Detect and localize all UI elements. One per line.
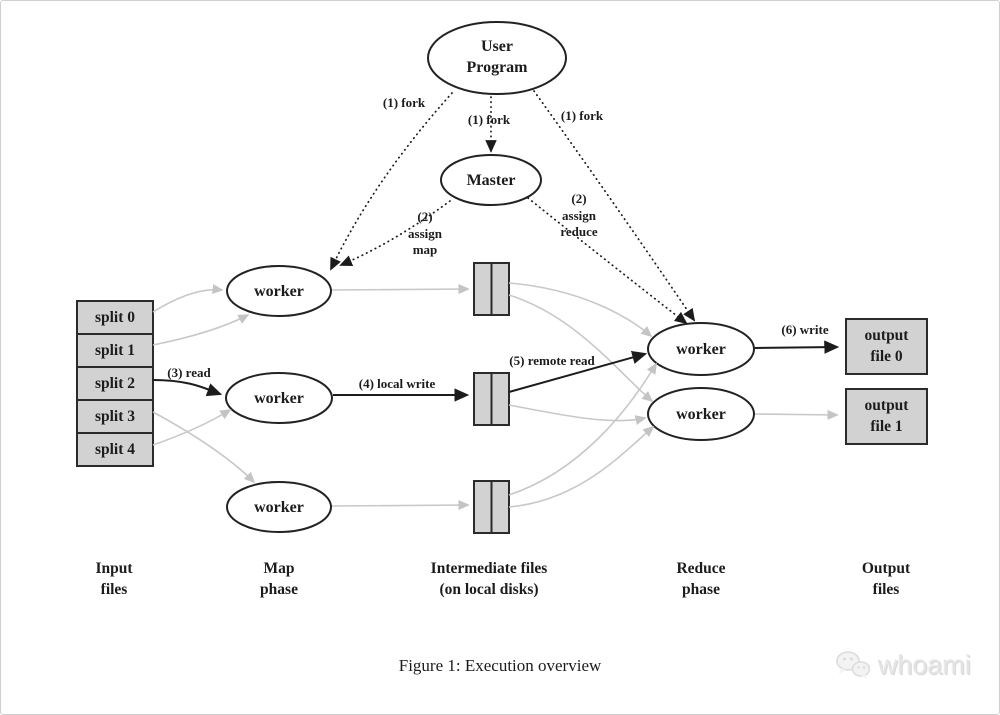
edge-files2-reduce2 — [508, 404, 647, 425]
map-worker-1-label: worker — [254, 283, 304, 300]
input-files-label: Input files — [95, 560, 133, 598]
edge-files3-reduce1 — [508, 362, 657, 496]
user-program-node — [427, 21, 567, 95]
edge-split3-worker3 — [152, 411, 256, 484]
map-worker-2-label: worker — [254, 390, 304, 407]
write-label: (6) write — [781, 322, 829, 337]
output-files-label: Output files — [861, 560, 911, 598]
assign-reduce-label: (2) assign reduce — [560, 191, 598, 239]
dotted-arrows — [330, 90, 696, 325]
output-file-1-box — [845, 388, 928, 445]
split-2-box — [76, 366, 154, 401]
split-3-label: split 3 — [94, 408, 136, 425]
edge-remote-read — [508, 350, 648, 393]
edge-worker1-files1 — [331, 284, 470, 295]
reduce-worker-2-label: worker — [676, 406, 726, 423]
edge-reduce2-output1 — [754, 409, 839, 420]
edge-write — [754, 340, 840, 354]
watermark-text: whoami — [878, 649, 972, 680]
fork-right-label: (1) fork — [560, 108, 604, 123]
output-file-boxes — [845, 318, 928, 445]
read-label: (3) read — [167, 365, 211, 380]
wechat-icon — [834, 649, 872, 681]
split-2-label: split 2 — [94, 375, 136, 392]
reduce-worker-2-node — [647, 387, 755, 441]
split-4-label: split 4 — [94, 441, 136, 458]
edge-split4-worker2 — [152, 409, 232, 446]
nodes — [225, 21, 755, 533]
edge-assign-reduce — [527, 197, 688, 325]
edge-split1-worker1 — [152, 314, 250, 346]
edge-read — [152, 379, 223, 397]
figure-caption: Figure 1: Execution overview — [398, 656, 602, 675]
edge-worker3-files3 — [331, 500, 470, 511]
map-worker-2-node — [225, 372, 333, 424]
intermediate-file-boxes — [473, 262, 510, 534]
split-4-box — [76, 432, 154, 467]
edge-fork-right — [533, 90, 696, 322]
local-write-label: (4) local write — [358, 376, 436, 391]
master-label: Master — [466, 172, 516, 189]
split-1-label: split 1 — [94, 342, 136, 359]
assign-map-label: (2) assign map — [408, 209, 442, 257]
edge-fork-left — [330, 92, 453, 271]
output-file-0-box — [845, 318, 928, 375]
user-program-label: User Program — [466, 38, 528, 77]
remote-read-label: (5) remote read — [509, 353, 595, 368]
map-worker-1-node — [226, 265, 332, 317]
gray-arrows — [152, 282, 839, 511]
fork-center-label: (1) fork — [467, 112, 511, 127]
output-file-0-label: output file 0 — [864, 327, 909, 365]
split-3-box — [76, 399, 154, 434]
input-split-boxes — [76, 300, 154, 467]
map-worker-3-node — [226, 481, 332, 533]
master-node — [440, 154, 542, 206]
black-arrows — [152, 340, 840, 402]
edge-split0-worker1 — [152, 284, 224, 313]
reduce-worker-1-label: worker — [676, 341, 726, 358]
watermark: whoami — [834, 649, 971, 681]
edge-files1-reduce1 — [508, 282, 653, 338]
reduce-worker-1-node — [647, 322, 755, 376]
edge-assign-map — [339, 200, 451, 267]
reduce-phase-label: Reduce phase — [676, 560, 726, 598]
intermediate-files-label: Intermediate files (on local disks) — [430, 560, 548, 598]
split-0-label: split 0 — [94, 309, 136, 326]
map-phase-label: Map phase — [260, 560, 298, 598]
edge-files3-reduce2 — [508, 425, 655, 508]
split-0-box — [76, 300, 154, 335]
map-worker-3-label: worker — [254, 499, 304, 516]
fork-left-label: (1) fork — [382, 95, 426, 110]
output-file-1-label: output file 1 — [864, 397, 909, 435]
